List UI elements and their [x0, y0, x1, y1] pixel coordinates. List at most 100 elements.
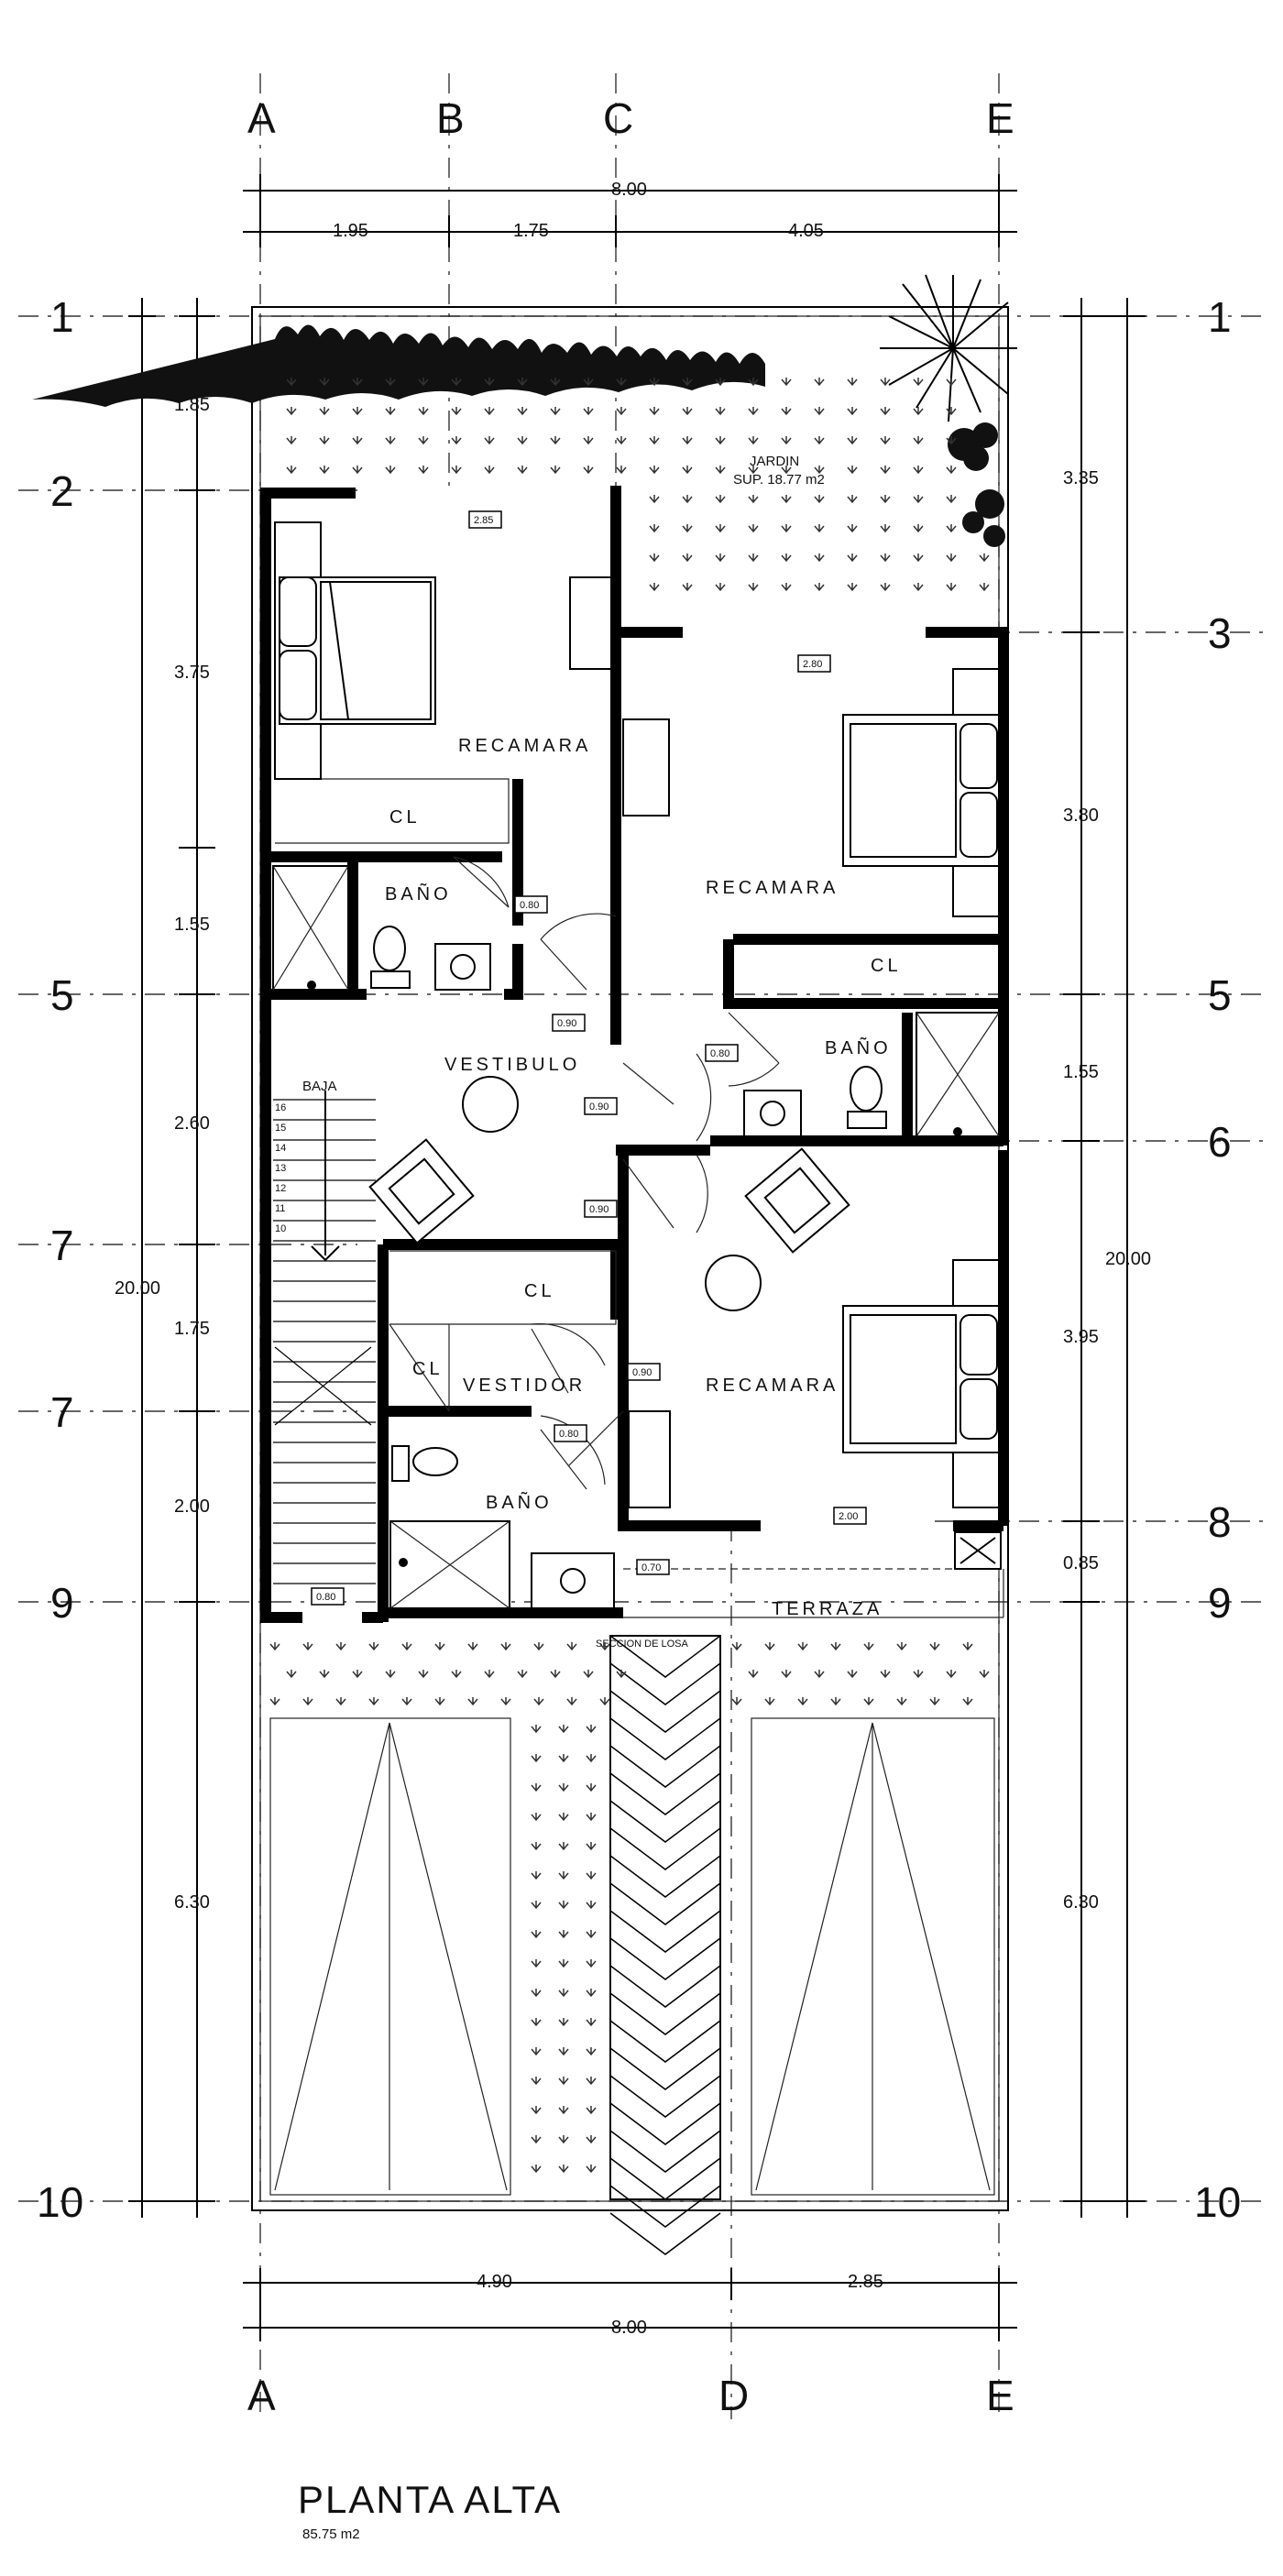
grass-tick: [946, 466, 957, 475]
grass-tick: [979, 1670, 990, 1679]
bath-top-left-fixtures: [272, 865, 491, 991]
grass-tick: [531, 1813, 542, 1822]
bed-top-left: [274, 521, 436, 780]
grass-tick: [748, 524, 759, 533]
grass-tick: [616, 407, 627, 416]
grass-tick: [531, 2106, 542, 2115]
grass-tick: [352, 1670, 363, 1679]
grass-tick: [558, 1725, 569, 1734]
axis-label-10-right: 10: [1194, 2178, 1241, 2226]
grass-tick: [616, 436, 627, 445]
tag-text-10: 2.00: [839, 1511, 858, 1522]
axis-label-b-top: B: [436, 94, 465, 142]
dim-right-2: 3.80: [1063, 806, 1099, 826]
grass-tick: [962, 1697, 973, 1706]
dim-top-total: 8.00: [611, 180, 647, 200]
axis-label-10-left: 10: [37, 2178, 83, 2226]
grass-tick: [599, 1697, 610, 1706]
grass-tick: [531, 2047, 542, 2056]
room-label-cl2: CL: [871, 956, 902, 976]
grass-tick: [946, 1670, 957, 1679]
paver-line: [609, 1910, 721, 1980]
dim-left-4: 2.60: [174, 1113, 210, 1134]
plan-area: 85.75 m2: [302, 2527, 360, 2542]
grass-tick: [715, 466, 726, 475]
grass-tick: [352, 436, 363, 445]
grass-tick: [715, 378, 726, 387]
grass-tick: [715, 554, 726, 563]
grass-tick: [880, 378, 891, 387]
grass-tick: [913, 524, 924, 533]
grass-tick: [500, 1697, 511, 1706]
grass-tick: [649, 436, 660, 445]
dim-right-6: 6.30: [1063, 1892, 1099, 1913]
grass-tick: [286, 466, 297, 475]
paver-line: [609, 1965, 721, 2035]
dimension-lines: [128, 174, 1146, 2341]
hedge-plants: [32, 324, 765, 407]
room-label-vestidor: VESTIDOR: [463, 1376, 586, 1396]
grass-tick: [531, 1754, 542, 1763]
grass-hatch-lower: [269, 1642, 990, 2174]
grass-tick: [385, 407, 396, 416]
grass-tick: [319, 1670, 330, 1679]
grass-tick: [517, 407, 528, 416]
grass-tick: [583, 436, 594, 445]
paver-line: [609, 1690, 721, 1760]
dim-right-total: 20.00: [1105, 1249, 1151, 1269]
paver-line: [609, 1800, 721, 1870]
grass-tick: [517, 436, 528, 445]
grass-tick: [715, 524, 726, 533]
grass-tick: [863, 1642, 874, 1651]
garden-area: SUP. 18.77 m2: [733, 472, 825, 488]
dim-left-7: 6.30: [174, 1892, 210, 1913]
axis-lines-horizontal: [18, 315, 1265, 2202]
stair-number: 16: [275, 1102, 286, 1113]
grass-tick: [586, 2106, 597, 2115]
row-labels-right: 1 3 5 6 8 9 10: [1194, 293, 1241, 2226]
grass-tick: [500, 1642, 511, 1651]
grass-tick: [946, 436, 957, 445]
grass-tick: [550, 378, 561, 387]
grass-tick: [814, 1670, 825, 1679]
grass-tick: [913, 554, 924, 563]
grass-tick: [586, 1842, 597, 1851]
grass-tick: [352, 378, 363, 387]
grass-tick: [583, 1670, 594, 1679]
grass-tick: [979, 583, 990, 592]
grass-tick: [946, 495, 957, 504]
grass-tick: [896, 1697, 907, 1706]
room-label-bano3: BAÑO: [486, 1491, 553, 1513]
grass-tick: [558, 1989, 569, 1998]
grass-tick: [616, 378, 627, 387]
grass-tick: [269, 1642, 280, 1651]
paver-line: [609, 2075, 721, 2145]
grass-tick: [451, 378, 462, 387]
tag-text-6: 0.90: [589, 1102, 609, 1113]
grass-tick: [913, 378, 924, 387]
room-label-bano1: BAÑO: [385, 882, 452, 904]
grass-tick: [715, 407, 726, 416]
grass-tick: [781, 407, 792, 416]
grass-tick: [649, 466, 660, 475]
bed-bottom-right: [628, 1147, 1000, 1508]
grass-tick: [682, 436, 693, 445]
axis-label-a-bottom: A: [247, 2372, 276, 2419]
room-label-rec1: RECAMARA: [458, 736, 591, 756]
grass-tick: [583, 378, 594, 387]
plan-title: PLANTA ALTA: [298, 2478, 562, 2521]
grass-tick: [550, 466, 561, 475]
grass-tick: [847, 583, 858, 592]
stair-number: 13: [275, 1163, 286, 1174]
grass-tick: [531, 2135, 542, 2144]
grass-tick: [434, 1697, 445, 1706]
grass-tick: [880, 554, 891, 563]
grass-tick: [962, 1642, 973, 1651]
axis-label-e-bottom: E: [986, 2372, 1014, 2419]
axis-label-c-top: C: [603, 94, 633, 142]
room-label-cl1: CL: [389, 807, 421, 828]
stair-arrow: [311, 1091, 340, 1262]
grass-tick: [814, 554, 825, 563]
grass-tick: [451, 1670, 462, 1679]
